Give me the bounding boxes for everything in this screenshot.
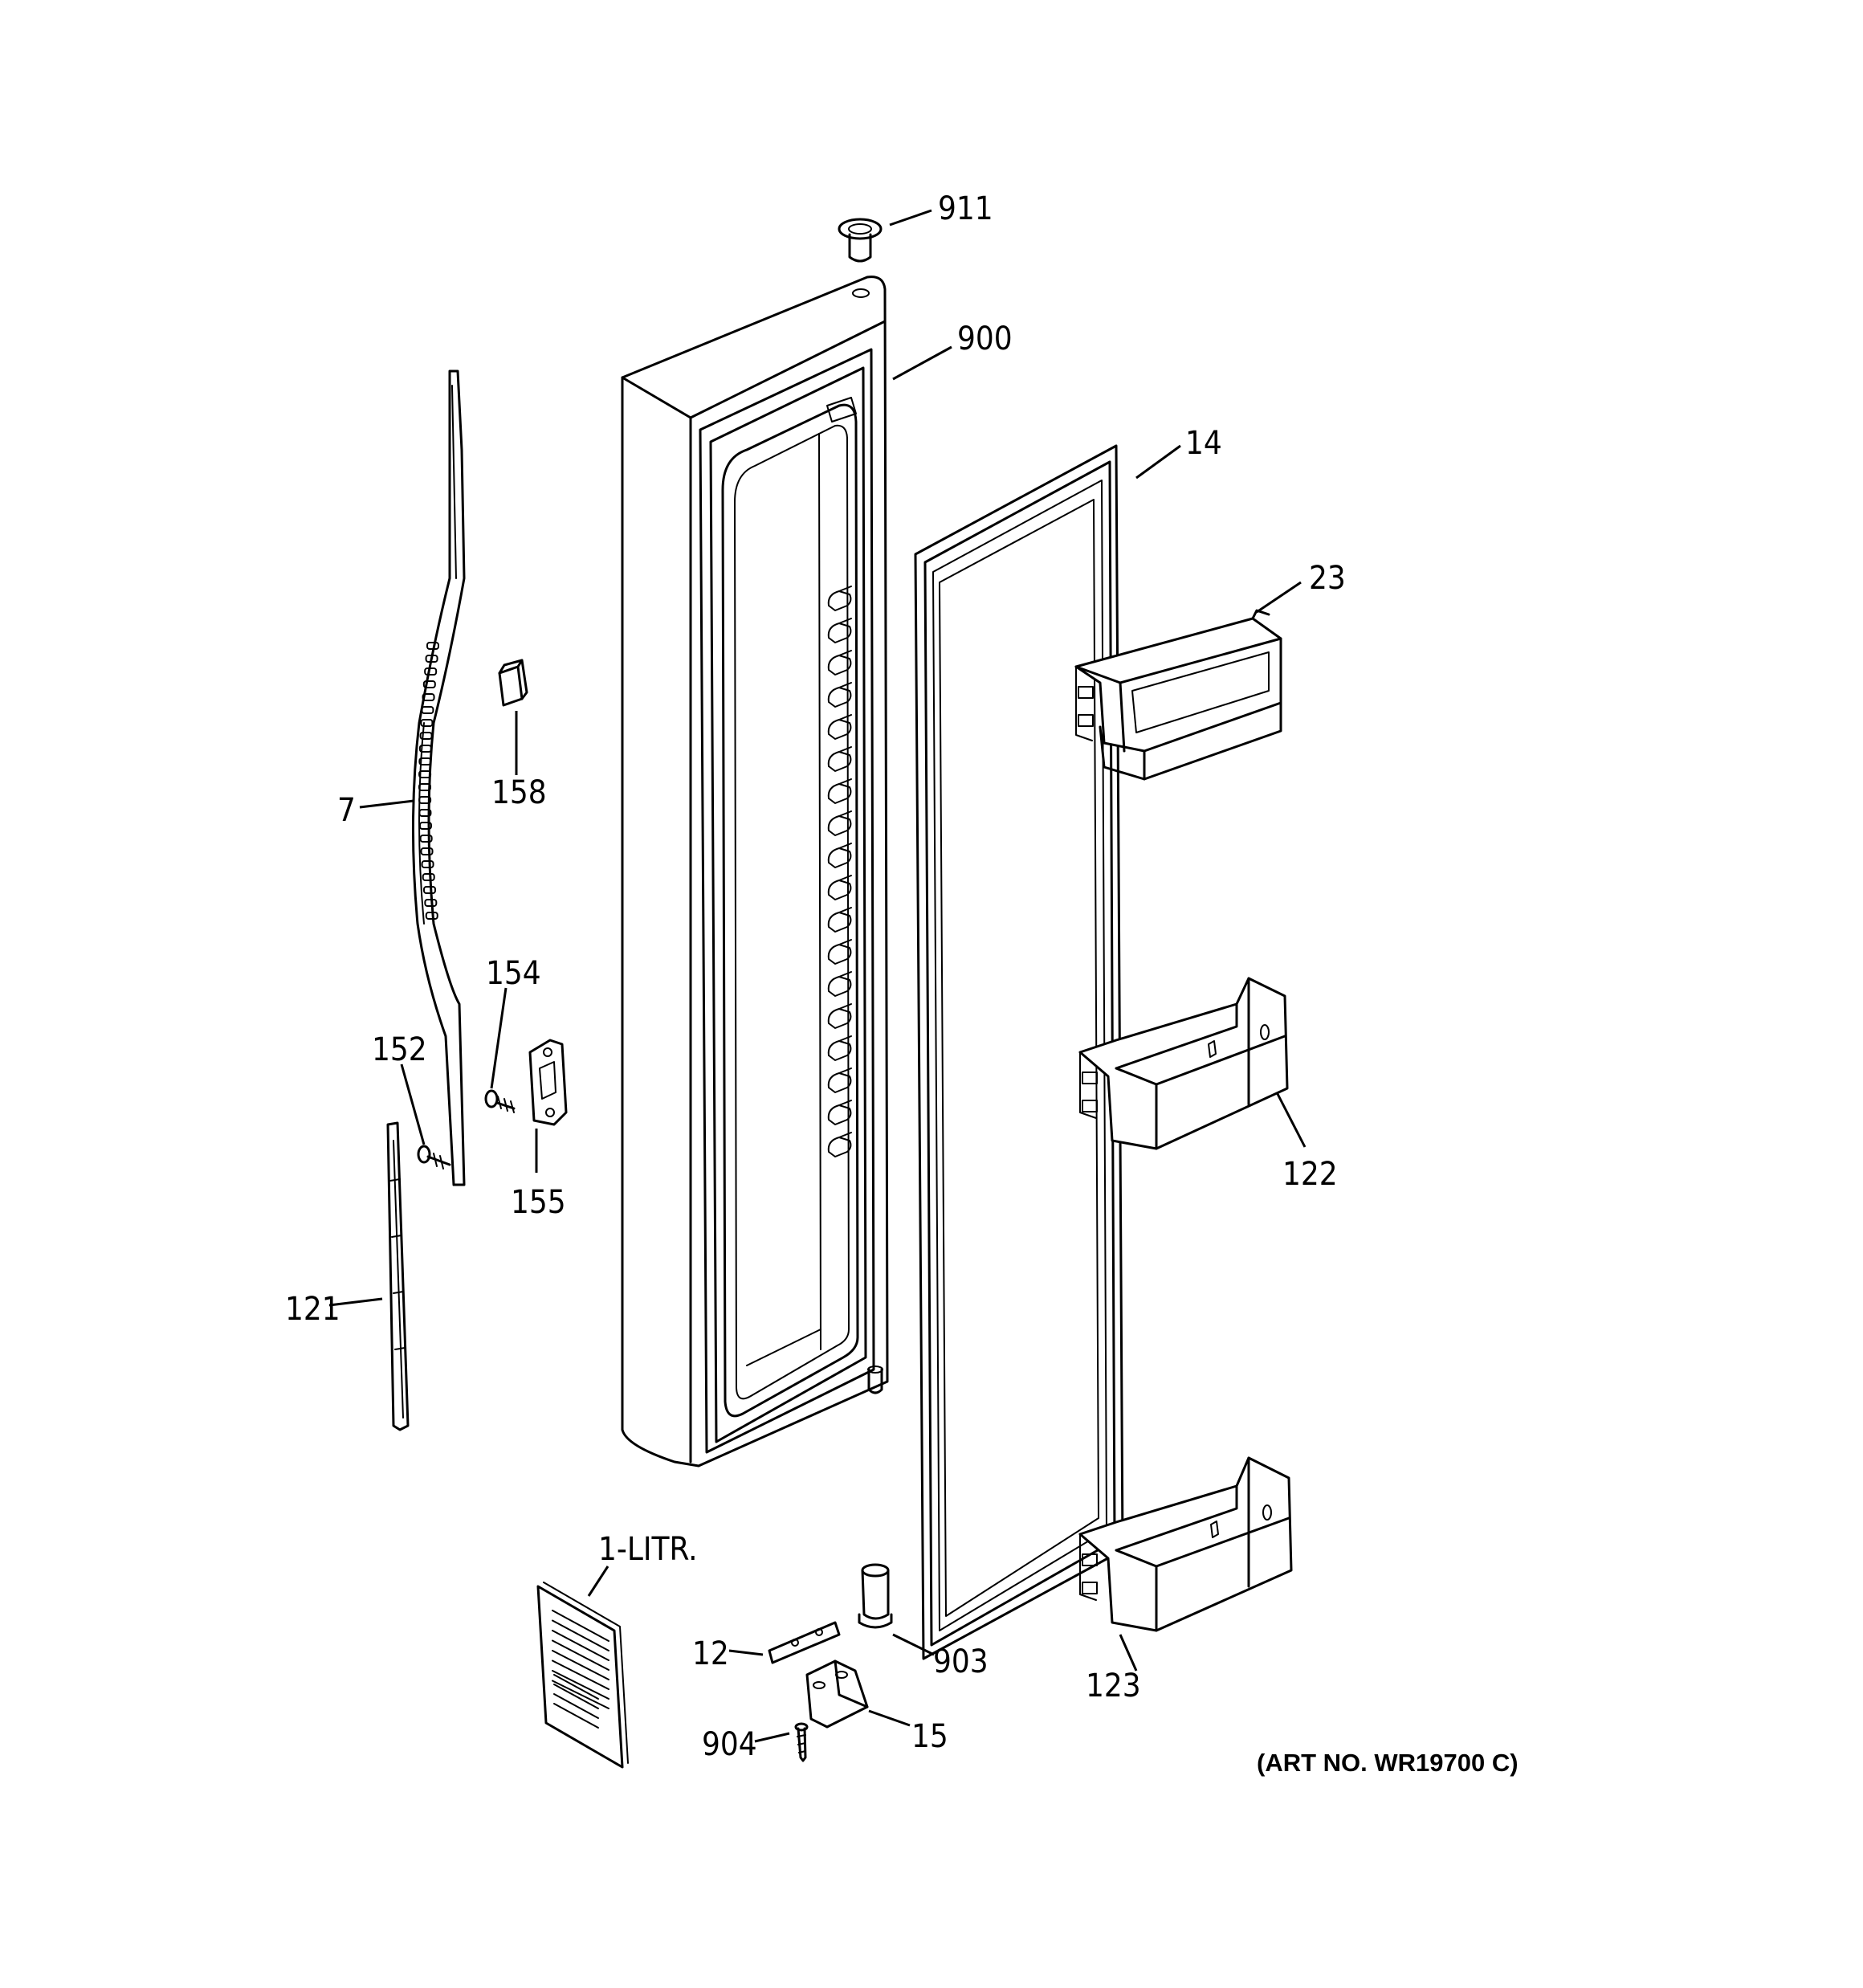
- shelf-clip: [827, 907, 852, 933]
- callout-154: 154: [486, 955, 541, 992]
- text-line: [553, 1693, 599, 1719]
- grip-ridge: [420, 847, 434, 855]
- leader-lines: [328, 209, 1307, 1743]
- callout-122: 122: [1282, 1156, 1338, 1193]
- shelf-clip: [827, 618, 852, 643]
- callout-1-litr: 1-LITR.: [598, 1531, 698, 1568]
- grip-ridge: [419, 835, 433, 843]
- grip-ridge: [421, 860, 434, 868]
- text-line: [552, 1610, 609, 1642]
- text-line: [552, 1630, 609, 1661]
- shelf-clip: [827, 1132, 852, 1157]
- grip-ridge: [418, 822, 432, 830]
- shelf-clip: [827, 810, 852, 836]
- callout-15: 15: [911, 1718, 948, 1755]
- part-7-handle: [411, 369, 466, 1186]
- part-123-lower-bin: [1078, 1456, 1293, 1632]
- text-line: [553, 1703, 599, 1729]
- callout-121: 121: [285, 1291, 340, 1328]
- part-122-middle-bin: [1078, 977, 1289, 1150]
- shelf-clip: [827, 1035, 852, 1061]
- grip-ridge: [419, 732, 433, 740]
- callout-903: 903: [933, 1643, 989, 1680]
- callout-155: 155: [511, 1184, 566, 1221]
- shelf-clip: [827, 1100, 852, 1125]
- callout-12: 12: [692, 1635, 729, 1672]
- grip-ridge: [421, 706, 434, 714]
- part-155-bracket: [528, 1039, 568, 1126]
- grip-ridge: [418, 757, 432, 765]
- grip-ridge: [418, 745, 432, 753]
- grip-ridge: [418, 809, 432, 817]
- part-23-upper-bin: [1074, 609, 1282, 781]
- grip-ridge: [424, 899, 438, 907]
- shelf-clip: [827, 746, 852, 772]
- grip-ridge: [418, 783, 432, 791]
- part-911-bushing: [838, 218, 883, 263]
- callout-911: 911: [938, 190, 993, 227]
- callout-158: 158: [491, 774, 547, 811]
- text-line: [552, 1670, 609, 1700]
- grip-ridge: [425, 912, 438, 920]
- grip-ridge: [422, 873, 435, 881]
- shelf-clip: [827, 971, 852, 997]
- shelf-clip: [827, 1003, 852, 1029]
- shelf-clip: [827, 1067, 852, 1093]
- text-line: [553, 1684, 599, 1709]
- grip-ridge: [418, 796, 432, 804]
- callout-123: 123: [1086, 1668, 1141, 1704]
- part-12-plate: [768, 1621, 841, 1664]
- grip-ridge: [420, 719, 434, 727]
- part-904-screw: [794, 1722, 809, 1762]
- text-line: [552, 1659, 609, 1690]
- grip-ridge: [424, 667, 438, 676]
- shelf-clip: [827, 650, 852, 676]
- grip-ridge: [418, 770, 432, 778]
- callout-14: 14: [1185, 425, 1222, 462]
- part-15-hinge: [805, 1659, 869, 1729]
- part-900-door: [621, 276, 889, 1468]
- part-158-cap: [498, 659, 528, 707]
- text-line: [552, 1680, 609, 1709]
- part-1-litr-literature: [536, 1582, 629, 1769]
- grip-ridge: [422, 680, 436, 688]
- part-903-pin: [858, 1563, 893, 1629]
- shelf-clip: [827, 682, 852, 708]
- text-line: [553, 1674, 599, 1700]
- shelf-clip: [827, 778, 852, 804]
- shelf-clip: [827, 714, 852, 740]
- text-line: [552, 1619, 609, 1651]
- door-shelf-clips: [827, 586, 852, 1157]
- shelf-clip: [827, 875, 852, 900]
- callout-904: 904: [702, 1726, 757, 1763]
- callout-23: 23: [1309, 560, 1346, 597]
- part-121-trim: [386, 1121, 410, 1431]
- grip-ridge: [422, 693, 435, 701]
- text-line: [552, 1639, 609, 1671]
- callout-900: 900: [957, 320, 1013, 357]
- shelf-clip: [827, 939, 852, 965]
- part-154-screw: [484, 1089, 516, 1113]
- art-number: (ART NO. WR19700 C): [1257, 1749, 1519, 1777]
- grip-ridge: [422, 886, 436, 894]
- shelf-clip: [827, 586, 852, 611]
- grip-ridge: [425, 655, 438, 663]
- grip-ridge: [426, 642, 439, 650]
- text-line: [552, 1650, 609, 1680]
- callout-7: 7: [337, 792, 356, 829]
- part-152-screw: [417, 1145, 451, 1170]
- shelf-clip: [827, 843, 852, 868]
- handle-grip-ridges: [418, 642, 439, 920]
- callout-152: 152: [372, 1031, 427, 1068]
- part-14-gasket: [914, 444, 1124, 1660]
- literature-text-lines: [552, 1610, 609, 1729]
